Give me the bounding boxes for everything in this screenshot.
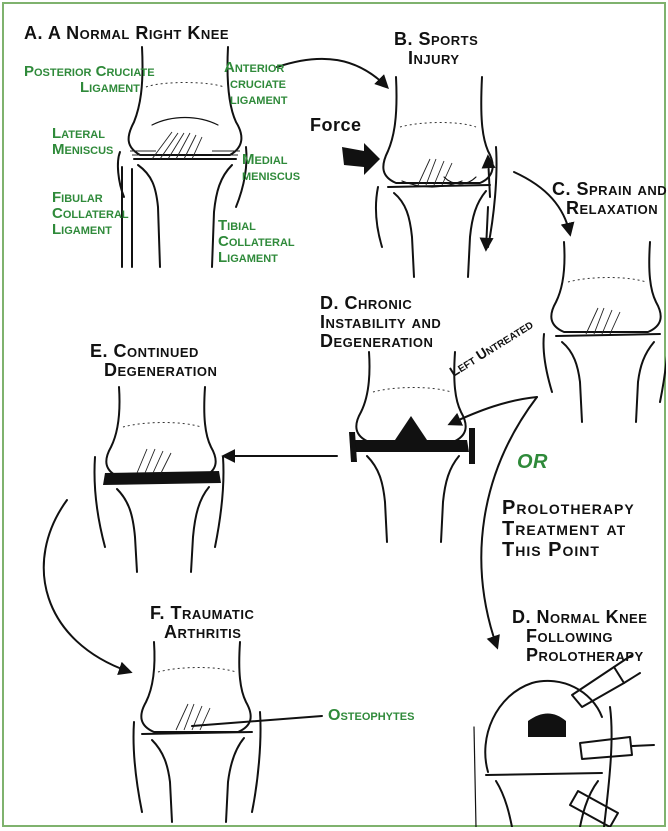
label-b-title: B. Sports Injury (394, 30, 478, 68)
label-line: ligament (224, 92, 287, 108)
label-line: Treatment at (502, 519, 635, 540)
label-line: E. Continued (90, 342, 217, 361)
arrow-c-to-d (450, 397, 537, 424)
arrow-a-to-b (277, 59, 387, 87)
label-line: Lateral (52, 126, 113, 142)
label-line: Ligament (52, 222, 129, 238)
label-line: This Point (502, 540, 635, 561)
label-line: Relaxation (552, 199, 667, 218)
label-line: F. Traumatic (150, 604, 254, 623)
label-line: D. Chronic (320, 294, 441, 313)
knee-f (133, 642, 322, 822)
label-medial-meniscus: Medial meniscus (242, 152, 300, 184)
syringe-middle (580, 737, 654, 759)
label-prolotherapy: Prolotherapy Treatment at This Point (502, 498, 635, 561)
label-e-title: E. Continued Degeneration (90, 342, 217, 380)
arrow-e-to-f (44, 500, 130, 672)
label-line: Following (512, 627, 647, 646)
label-force: Force (310, 116, 362, 135)
label-line: C. Sprain and (552, 180, 667, 199)
label-line: Instability and (320, 313, 441, 332)
label-f-title: F. Traumatic Arthritis (150, 604, 254, 642)
label-line: Posterior Cruciate (24, 64, 155, 80)
label-line: Injury (394, 49, 478, 68)
label-line: meniscus (242, 168, 300, 184)
label-line: Ligament (24, 80, 155, 96)
label-anterior-cruciate: Anterior cruciate ligament (224, 60, 287, 107)
label-line: Meniscus (52, 142, 113, 158)
label-line: Fibular (52, 190, 129, 206)
label-fibular-collateral: Fibular Collateral Ligament (52, 190, 129, 237)
label-line: B. Sports (394, 30, 478, 49)
label-line: Anterior (224, 60, 287, 76)
label-a-title: A. A Normal Right Knee (24, 24, 229, 43)
label-line: Tibial (218, 218, 295, 234)
label-line: cruciate (224, 76, 287, 92)
label-c-title: C. Sprain and Relaxation (552, 180, 667, 218)
syringe-bottom (570, 791, 618, 827)
label-line: Medial (242, 152, 300, 168)
label-line: Arthritis (150, 623, 254, 642)
label-line: Ligament (218, 250, 295, 266)
label-line: Prolotherapy (512, 646, 647, 665)
label-line: Degeneration (90, 361, 217, 380)
label-d2-title: D. Normal Knee Following Prolotherapy (512, 608, 647, 665)
label-line: Collateral (52, 206, 129, 222)
label-line: Degeneration (320, 332, 441, 351)
label-line: Collateral (218, 234, 295, 250)
knee-c (543, 242, 666, 422)
force-arrow (342, 143, 380, 175)
knee-b (342, 77, 497, 277)
label-posterior-cruciate: Posterior Cruciate Ligament (24, 64, 155, 96)
label-tibial-collateral: Tibial Collateral Ligament (218, 218, 295, 265)
label-osteophytes: Osteophytes (328, 708, 414, 725)
label-or: OR (517, 452, 548, 473)
label-line: D. Normal Knee (512, 608, 647, 627)
label-lateral-meniscus: Lateral Meniscus (52, 126, 113, 158)
knee-d (349, 352, 475, 542)
knee-g (474, 655, 654, 827)
label-d-title: D. Chronic Instability and Degeneration (320, 294, 441, 351)
knee-e (94, 387, 223, 572)
label-line: Prolotherapy (502, 498, 635, 519)
